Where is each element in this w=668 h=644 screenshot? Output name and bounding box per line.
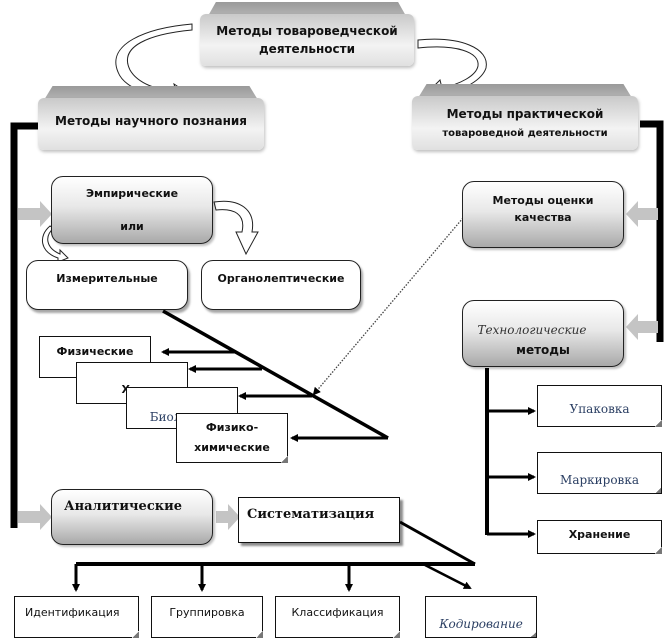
practical-line2: товароведной деятельности (442, 128, 608, 139)
organoleptic-label: Органолептические (217, 272, 345, 285)
physical-label: Физические (56, 345, 134, 358)
empirical-line2: или (120, 220, 144, 233)
storage-label: Хранение (568, 528, 631, 541)
gray-arrow-systematization (216, 504, 240, 530)
practical-line1: Методы практической (446, 107, 604, 121)
left-bracket-line (10, 122, 44, 528)
labeling-box: Маркировка (537, 452, 662, 494)
gray-arrow-empirical (18, 201, 52, 227)
scientific-methods-box: Методы научного познания (38, 86, 264, 150)
scientific-label: Методы научного познания (55, 114, 247, 128)
analytical-label: Аналитические (64, 499, 183, 514)
physicochemical-line1: Физико- (205, 421, 259, 434)
classification-box: Классификация (275, 596, 400, 638)
coding-label: Кодирование (439, 617, 523, 631)
technological-box: Технологические методы (462, 300, 624, 367)
quality-box: Методы оценки качества (462, 181, 624, 248)
identification-box: Идентификация (14, 596, 139, 638)
measuring-box: Измерительные (26, 260, 188, 310)
grouping-label: Группировка (169, 606, 245, 619)
organoleptic-box: Органолептические (201, 260, 361, 310)
quality-line1: Методы оценки (492, 194, 594, 207)
title-box: Методы товароведческой деятельности (200, 2, 414, 66)
gray-arrow-technological (626, 314, 658, 340)
empirical-box: Эмпирические или (51, 176, 213, 244)
gray-arrow-quality (626, 201, 658, 227)
curved-arrow-empirical-right-icon (213, 200, 259, 256)
labeling-label: Маркировка (560, 473, 639, 487)
technological-line2: методы (516, 343, 570, 357)
title-line2: деятельности (258, 42, 356, 56)
diagonal-line (162, 309, 389, 440)
analytical-box: Аналитические (51, 489, 213, 545)
storage-box: Хранение (537, 520, 662, 554)
coding-box: Кодирование (425, 596, 537, 638)
grouping-box: Группировка (151, 596, 263, 638)
systematization-box: Систематизация (238, 497, 400, 543)
right-bracket-line (640, 120, 664, 342)
packaging-label: Упаковка (569, 402, 630, 416)
technological-line1: Технологические (477, 323, 587, 337)
packaging-box: Упаковка (537, 385, 662, 427)
measuring-label: Измерительные (56, 272, 158, 285)
systematization-label: Систематизация (247, 507, 375, 522)
quality-line2: качества (514, 211, 572, 224)
physicochemical-box: Физико- химические (176, 413, 288, 463)
gray-arrow-analytical (18, 504, 52, 530)
physicochemical-line2: химические (194, 441, 270, 454)
title-line1: Методы товароведческой (216, 24, 398, 38)
identification-label: Идентификация (25, 606, 120, 619)
classification-label: Классификация (291, 606, 384, 619)
practical-methods-box: Методы практической товароведной деятель… (412, 84, 638, 150)
dotted-link (312, 217, 464, 396)
empirical-line1: Эмпирические (85, 187, 179, 200)
